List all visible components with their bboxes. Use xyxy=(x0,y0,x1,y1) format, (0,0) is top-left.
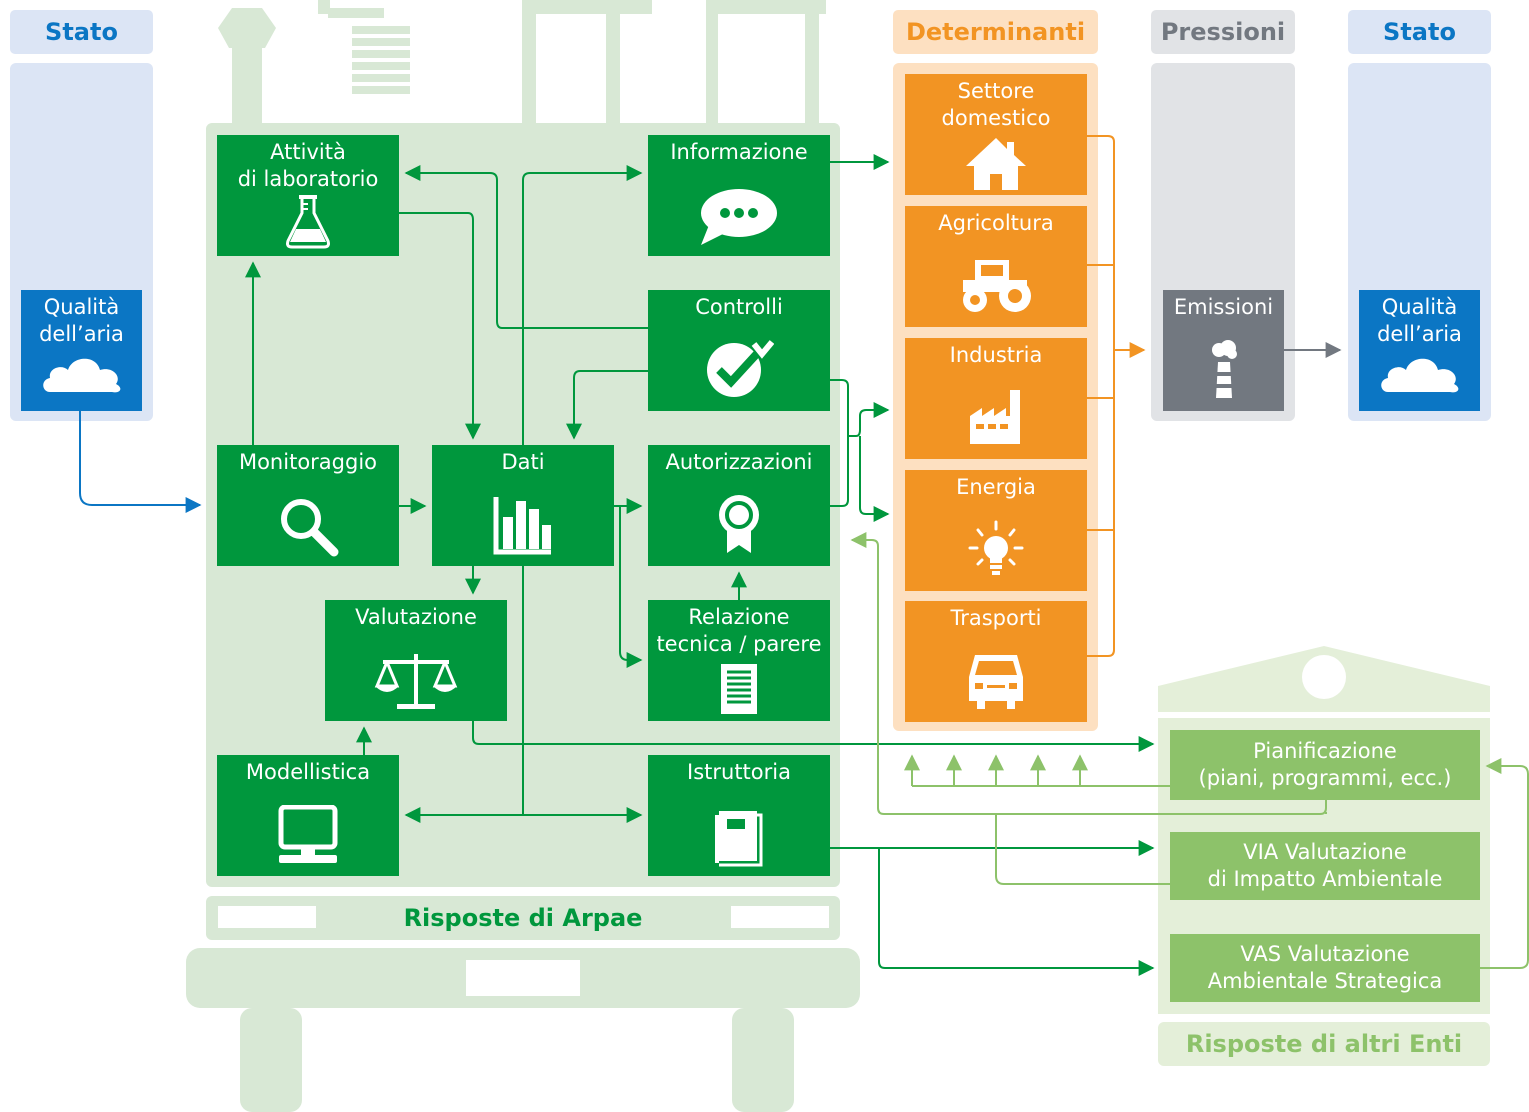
lightbulb-icon xyxy=(968,520,1024,575)
header-stato-left: Stato xyxy=(10,10,153,54)
emissioni-box: Emissioni xyxy=(1163,290,1284,411)
arpae-valutazione: Valutazione xyxy=(325,600,507,721)
altri-enti-footer-label: Risposte di altri Enti xyxy=(1185,1030,1463,1058)
qualita-aria-right: Qualità dell’aria xyxy=(1359,290,1480,411)
binder-icon xyxy=(715,811,763,867)
flask-icon xyxy=(286,195,330,249)
header-stato-right: Stato xyxy=(1348,10,1491,54)
arpae-istruttoria: Istruttoria xyxy=(648,755,830,876)
arpae-informazione: Informazione xyxy=(648,135,830,256)
house-icon xyxy=(966,138,1026,190)
magnifier-icon xyxy=(281,499,339,557)
factory-icon xyxy=(970,390,1020,444)
chimney-icon xyxy=(1211,340,1237,398)
det-agricoltura: Agricoltura xyxy=(905,206,1087,327)
det-energia: Energia xyxy=(905,470,1087,591)
bar-chart-icon xyxy=(493,497,551,555)
speech-bubble-icon xyxy=(701,189,777,245)
cloud-icon xyxy=(1380,358,1458,393)
arpae-controlli: Controlli xyxy=(648,290,830,411)
arpae-relazione-tecnica: Relazione tecnica / parere xyxy=(648,600,830,721)
arpae-monitoraggio: Monitoraggio xyxy=(217,445,399,566)
document-icon xyxy=(721,664,757,714)
det-trasporti: Trasporti xyxy=(905,601,1087,722)
award-ribbon-icon xyxy=(719,495,759,553)
enti-pianificazione: Pianificazione (piani, programmi, ecc.) xyxy=(1170,730,1480,800)
header-determinanti: Determinanti xyxy=(893,10,1098,54)
det-industria: Industria xyxy=(905,338,1087,459)
arpae-attivita-laboratorio: Attività di laboratorio xyxy=(217,135,399,256)
qualita-aria-left: Qualità dell’aria xyxy=(21,290,142,411)
enti-via: VIA Valutazione di Impatto Ambientale xyxy=(1170,832,1480,900)
enti-vas: VAS Valutazione Ambientale Strategica xyxy=(1170,934,1480,1002)
scales-icon xyxy=(374,654,458,709)
arpae-footer-label: Risposte di Arpae xyxy=(403,904,643,932)
arpae-dati: Dati xyxy=(432,445,614,566)
checkmark-icon xyxy=(707,340,774,397)
cloud-icon xyxy=(42,358,120,393)
car-icon xyxy=(969,655,1023,709)
tractor-icon xyxy=(963,260,1031,312)
arpae-modellistica: Modellistica xyxy=(217,755,399,876)
header-pressioni: Pressioni xyxy=(1151,10,1295,54)
arpae-autorizzazioni: Autorizzazioni xyxy=(648,445,830,566)
det-settore-domestico: Settore domestico xyxy=(905,74,1087,195)
computer-icon xyxy=(278,805,338,863)
